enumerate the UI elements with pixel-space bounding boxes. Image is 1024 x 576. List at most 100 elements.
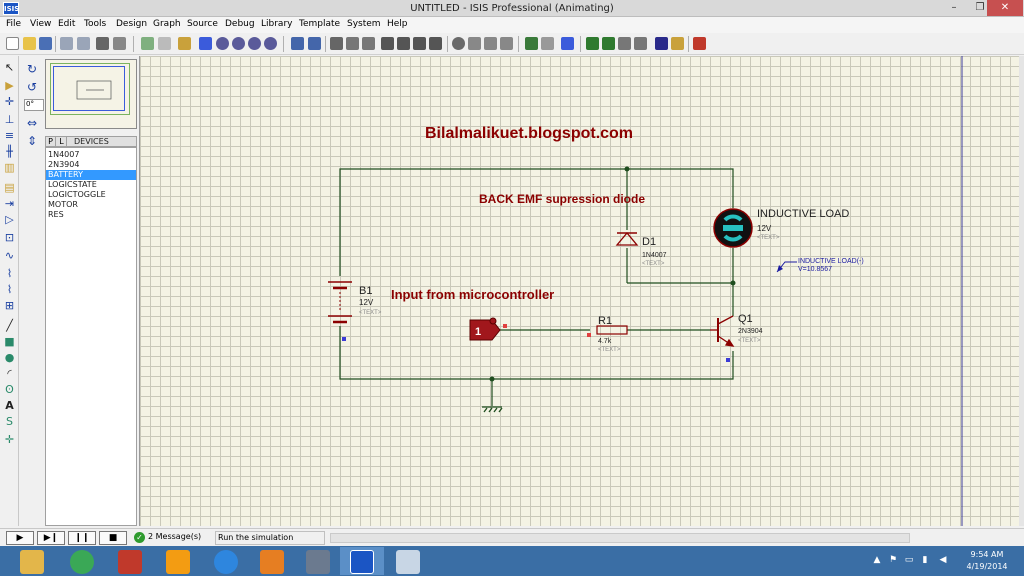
block-rotate-icon[interactable]: [413, 37, 426, 50]
taskbar-slot[interactable]: [60, 547, 104, 575]
taskbar-slot-active[interactable]: [340, 547, 384, 575]
close-button[interactable]: ✕: [987, 0, 1023, 16]
menu-edit[interactable]: Edit: [58, 19, 76, 29]
menu-template[interactable]: Template: [299, 19, 341, 29]
electrical-rules-icon[interactable]: [655, 37, 668, 50]
schematic-drawing[interactable]: Bilalmalikuet.blogspot.com BACK EMF supr…: [140, 56, 1020, 526]
bus-icon[interactable]: ╫: [6, 145, 13, 158]
motor-component[interactable]: [713, 208, 753, 248]
virtual-instrument-icon[interactable]: ⊞: [4, 299, 15, 312]
save-icon[interactable]: [39, 37, 52, 50]
device-item-selected[interactable]: BATTERY: [46, 170, 136, 180]
tray-volume-icon[interactable]: ◀: [939, 555, 947, 565]
rotate-anticlockwise-icon[interactable]: ↺: [26, 80, 38, 94]
device-item[interactable]: 1N4007: [48, 150, 80, 159]
voltage-probe-icon[interactable]: ⌇: [6, 267, 13, 280]
menu-system[interactable]: System: [347, 19, 381, 29]
menu-view[interactable]: View: [30, 19, 52, 29]
cut-icon[interactable]: [330, 37, 343, 50]
resistor-component[interactable]: [596, 325, 628, 335]
menu-source[interactable]: Source: [187, 19, 218, 29]
search-tag-icon[interactable]: [541, 37, 554, 50]
message-count[interactable]: 2 Message(s): [148, 532, 202, 541]
message-status-icon[interactable]: ✓: [134, 532, 145, 543]
menu-help[interactable]: Help: [387, 19, 408, 29]
tab-library[interactable]: L: [57, 137, 67, 147]
menu-file[interactable]: File: [6, 19, 22, 29]
evo-icon[interactable]: [306, 550, 330, 574]
menu-tools[interactable]: Tools: [84, 19, 107, 29]
zoom-all-icon[interactable]: [248, 37, 261, 50]
tray-device-icon[interactable]: ▭: [904, 555, 914, 565]
circle-icon[interactable]: ●: [4, 351, 15, 364]
taskbar-slot[interactable]: [10, 547, 54, 575]
grid-icon[interactable]: [158, 37, 171, 50]
undo-icon[interactable]: [291, 37, 304, 50]
open-folder-icon[interactable]: [23, 37, 36, 50]
taskbar-slot[interactable]: [204, 547, 248, 575]
media-player-icon[interactable]: [260, 550, 284, 574]
junction-dot-icon[interactable]: ✛: [4, 95, 15, 108]
tape-recorder-icon[interactable]: ⊡: [4, 231, 15, 244]
text-icon[interactable]: A: [5, 399, 14, 412]
remove-sheet-icon[interactable]: [602, 37, 615, 50]
import-icon[interactable]: [60, 37, 73, 50]
menu-graph[interactable]: Graph: [153, 19, 181, 29]
tray-arrow-icon[interactable]: ▲: [873, 555, 881, 565]
arc-icon[interactable]: ◜: [7, 367, 12, 380]
ares-icon[interactable]: [693, 37, 706, 50]
property-assignment-icon[interactable]: [561, 37, 574, 50]
terminals-icon[interactable]: ▤: [4, 181, 15, 194]
file-explorer-icon[interactable]: [20, 550, 44, 574]
taskbar-slot[interactable]: [296, 547, 340, 575]
acrobat-icon[interactable]: [118, 550, 142, 574]
overview-window[interactable]: [45, 59, 137, 129]
overview-view-rect[interactable]: [53, 66, 125, 111]
netlist-icon[interactable]: [671, 37, 684, 50]
decompose-icon[interactable]: [500, 37, 513, 50]
box-icon[interactable]: ■: [4, 335, 15, 348]
pick-device-icon[interactable]: [452, 37, 465, 50]
isis-app-icon[interactable]: ISIS: [3, 2, 19, 15]
isis-icon[interactable]: [350, 550, 374, 574]
zoom-out-icon[interactable]: [232, 37, 245, 50]
taskbar-slot[interactable]: [386, 547, 430, 575]
rotation-angle-field[interactable]: 0°: [24, 99, 44, 111]
vlc-icon[interactable]: [166, 550, 190, 574]
origin-icon[interactable]: [178, 37, 191, 50]
selection-mode-icon[interactable]: ↖: [4, 61, 15, 74]
chrome-icon[interactable]: [70, 550, 94, 574]
zoom-in-icon[interactable]: [216, 37, 229, 50]
diode-component[interactable]: [615, 231, 639, 246]
mirror-horizontal-icon[interactable]: ⇔: [26, 116, 38, 130]
copy-icon[interactable]: [346, 37, 359, 50]
device-item[interactable]: MOTOR: [48, 200, 78, 209]
wire-label-icon[interactable]: ⊥: [4, 113, 15, 126]
line-icon[interactable]: ╱: [6, 319, 13, 332]
device-item[interactable]: LOGICSTATE: [48, 180, 97, 189]
path-icon[interactable]: ʘ: [5, 383, 14, 396]
wire-autorouter-icon[interactable]: [525, 37, 538, 50]
paste-icon[interactable]: [362, 37, 375, 50]
exit-parent-icon[interactable]: [618, 37, 631, 50]
device-item[interactable]: 2N3904: [48, 160, 80, 169]
menu-library[interactable]: Library: [261, 19, 293, 29]
new-file-icon[interactable]: [6, 37, 19, 50]
paint-icon[interactable]: [396, 550, 420, 574]
device-item[interactable]: LOGICTOGGLE: [48, 190, 106, 199]
component-mode-icon[interactable]: ▶: [5, 79, 14, 92]
ground-symbol[interactable]: [482, 406, 503, 413]
devices-list[interactable]: 1N4007 2N3904 BATTERY LOGICSTATE LOGICTO…: [45, 147, 137, 526]
block-move-icon[interactable]: [397, 37, 410, 50]
voltage-probe[interactable]: [776, 261, 797, 273]
taskbar-slot[interactable]: [250, 547, 294, 575]
play-button[interactable]: ▶: [6, 531, 34, 545]
new-sheet-icon[interactable]: [586, 37, 599, 50]
pause-button[interactable]: ❙❙: [68, 531, 96, 545]
blog-title[interactable]: Bilalmalikuet.blogspot.com: [425, 125, 633, 142]
pan-icon[interactable]: [199, 37, 212, 50]
block-delete-icon[interactable]: [429, 37, 442, 50]
text-script-icon[interactable]: ≡: [4, 129, 15, 142]
stop-button[interactable]: ■: [99, 531, 127, 545]
step-button[interactable]: ▶❙: [37, 531, 65, 545]
